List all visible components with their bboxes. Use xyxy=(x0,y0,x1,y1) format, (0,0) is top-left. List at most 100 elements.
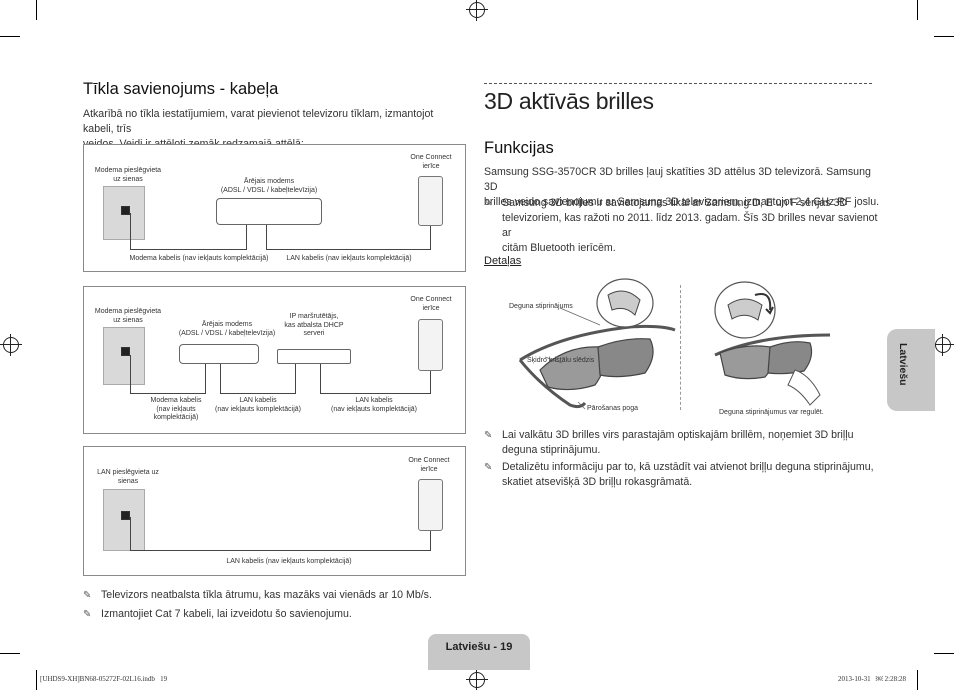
cable-label: Modema kabelis (nav iekļauts komplektāci… xyxy=(136,397,216,423)
label-line: LAN pieslēgvieta uz xyxy=(97,469,159,476)
para-line: brilles veido savienojumu ar Samsung 3D … xyxy=(484,196,880,208)
lan-cable xyxy=(320,393,430,394)
note-line: televizoriem, kas ražoti no 2011. līdz 2… xyxy=(502,212,878,239)
label-line: LAN kabelis xyxy=(355,397,393,404)
page-footer-number: Latviešu - 19 xyxy=(428,634,530,670)
lan-cable xyxy=(266,249,430,250)
modem-label: Ārējais modems (ADSL / VDSL / kabeļtelev… xyxy=(204,178,334,195)
language-side-tab: Latviešu xyxy=(887,329,935,411)
crop-mark xyxy=(36,0,37,20)
modem-cable xyxy=(130,249,246,250)
pencil-note-icon: ✎ xyxy=(484,430,493,441)
lan-cable xyxy=(130,517,131,551)
cable-label: LAN kabelis (nav iekļauts komplektācijā) xyxy=(226,558,352,565)
note-text: Detalizētu informāciju par to, kā uzstād… xyxy=(502,460,874,490)
pencil-note-icon: ✎ xyxy=(484,198,493,209)
wall-socket xyxy=(103,489,145,551)
registration-mark-icon xyxy=(932,334,954,356)
note-line: citām Bluetooth ierīcēm. xyxy=(502,242,616,254)
glasses-adjust-illustration xyxy=(714,281,831,406)
note-text: Izmantojiet Cat 7 kabeli, lai izveidotu … xyxy=(101,608,352,620)
modem-cable xyxy=(246,225,247,250)
router-device xyxy=(277,349,351,364)
modem-device xyxy=(179,344,259,364)
label-line: Modema pieslēgvieta xyxy=(94,167,162,174)
modem-cable xyxy=(205,364,206,394)
wall-plug-icon xyxy=(121,347,130,356)
modem-device xyxy=(216,198,322,225)
label-line: Modema kabelis xyxy=(150,397,202,404)
lan-cable xyxy=(430,531,431,551)
label-line: LAN kabelis xyxy=(239,397,277,404)
note-text: Samsung 3D brilles ir savietojamas tikai… xyxy=(502,196,884,256)
modem-cable xyxy=(130,213,131,249)
label-pairing-button: Pārošanas poga xyxy=(587,405,638,412)
note-item: ✎ Televizors neatbalsta tīkla ātrumu, ka… xyxy=(83,588,463,603)
cable-label: Modema kabelis (nav iekļauts komplektāci… xyxy=(129,255,269,262)
intro-line: Atkarībā no tīkla iestatījumiem, varat p… xyxy=(83,108,434,135)
label-nose-pad: Deguna stiprinājums xyxy=(509,303,573,310)
wall-port-label: LAN pieslēgvieta uz sienas xyxy=(89,469,167,486)
lan-cable xyxy=(295,364,296,394)
one-connect-box xyxy=(418,319,443,371)
crop-mark xyxy=(0,36,20,37)
pencil-note-icon: ✎ xyxy=(83,609,92,620)
note-line: Lai valkātu 3D brilles virs parastajām o… xyxy=(502,429,854,441)
label-line: kas atbalsta DHCP xyxy=(284,321,344,329)
note-text: Televizors neatbalsta tīkla ātrumu, kas … xyxy=(101,589,432,601)
label-line: sienas xyxy=(117,477,139,485)
label-line: IP maršrutētājs, xyxy=(289,313,339,320)
label-line: (nav iekļauts xyxy=(156,405,196,413)
note-item: ✎ Samsung 3D brilles ir savietojamas tik… xyxy=(484,196,884,256)
one-connect-label: One Connect ierīce xyxy=(404,296,458,313)
label-line: (ADSL / VDSL / kabeļtelevīzija) xyxy=(178,329,276,337)
one-connect-label: One Connect ierīce xyxy=(404,154,458,171)
wall-port-label: Modema pieslēgvieta uz sienas xyxy=(89,308,167,325)
label-line: (nav iekļauts komplektācijā) xyxy=(215,405,301,413)
label-line: uz sienas xyxy=(113,175,143,183)
lan-cable xyxy=(130,550,431,551)
note-item: ✎ Izmantojiet Cat 7 kabeli, lai izveidot… xyxy=(83,607,463,622)
label-line: Ārējais modems xyxy=(201,321,253,328)
one-connect-label: One Connect ierīce xyxy=(402,457,456,474)
crop-mark xyxy=(917,0,918,20)
note-item: ✎ Lai valkātu 3D brilles virs parastajām… xyxy=(484,428,884,458)
print-info-right: 2013-10-31 ￼ 2:28:28 xyxy=(838,675,907,683)
page-title: 3D aktīvās brilles xyxy=(484,88,654,114)
pencil-note-icon: ✎ xyxy=(83,590,92,601)
wall-plug-icon xyxy=(121,511,130,520)
diagram-modem-router: Modema pieslēgvieta uz sienas Ārējais mo… xyxy=(83,286,466,434)
note-line: deguna stiprinājumu. xyxy=(502,444,601,456)
one-connect-box xyxy=(418,479,443,531)
registration-mark-icon xyxy=(0,334,22,356)
language-tab-label: Latviešu xyxy=(897,343,909,386)
lan-cable xyxy=(266,225,267,250)
note-line: Detalizētu informāciju par to, kā uzstād… xyxy=(502,461,874,473)
label-line: ierīce xyxy=(422,304,440,312)
title-divider xyxy=(484,83,872,84)
wall-plug-icon xyxy=(121,206,130,215)
router-label: IP maršrutētājs, kas atbalsta DHCP serve… xyxy=(274,313,354,339)
wall-port-label: Modema pieslēgvieta uz sienas xyxy=(89,167,167,184)
note-text: Lai valkātu 3D brilles virs parastajām o… xyxy=(502,428,854,458)
illustration-divider xyxy=(680,285,681,410)
details-heading: Detaļas xyxy=(484,255,522,267)
label-line: Ārējais modems xyxy=(243,178,295,185)
label-line: One Connect xyxy=(410,154,452,161)
crop-mark xyxy=(934,653,954,654)
label-lcd-shutter: Šķidro kristālu slēdzis xyxy=(527,357,595,364)
pencil-note-icon: ✎ xyxy=(484,462,493,473)
modem-cable xyxy=(130,393,205,394)
registration-mark-icon xyxy=(466,0,488,21)
diagram-modem-direct: Modema pieslēgvieta uz sienas Ārējais mo… xyxy=(83,144,466,272)
one-connect-box xyxy=(418,176,443,226)
lan-cable xyxy=(430,371,431,394)
label-line: One Connect xyxy=(410,296,452,303)
label-line: Modema pieslēgvieta xyxy=(94,308,162,315)
note-line: Samsung 3D brilles ir savietojamas tikai… xyxy=(502,197,848,209)
glasses-illustration xyxy=(518,278,676,410)
crop-mark xyxy=(36,670,37,690)
label-line: ierīce xyxy=(420,465,438,473)
label-line: (nav iekļauts komplektācijā) xyxy=(331,405,417,413)
lan-cable xyxy=(220,364,221,394)
